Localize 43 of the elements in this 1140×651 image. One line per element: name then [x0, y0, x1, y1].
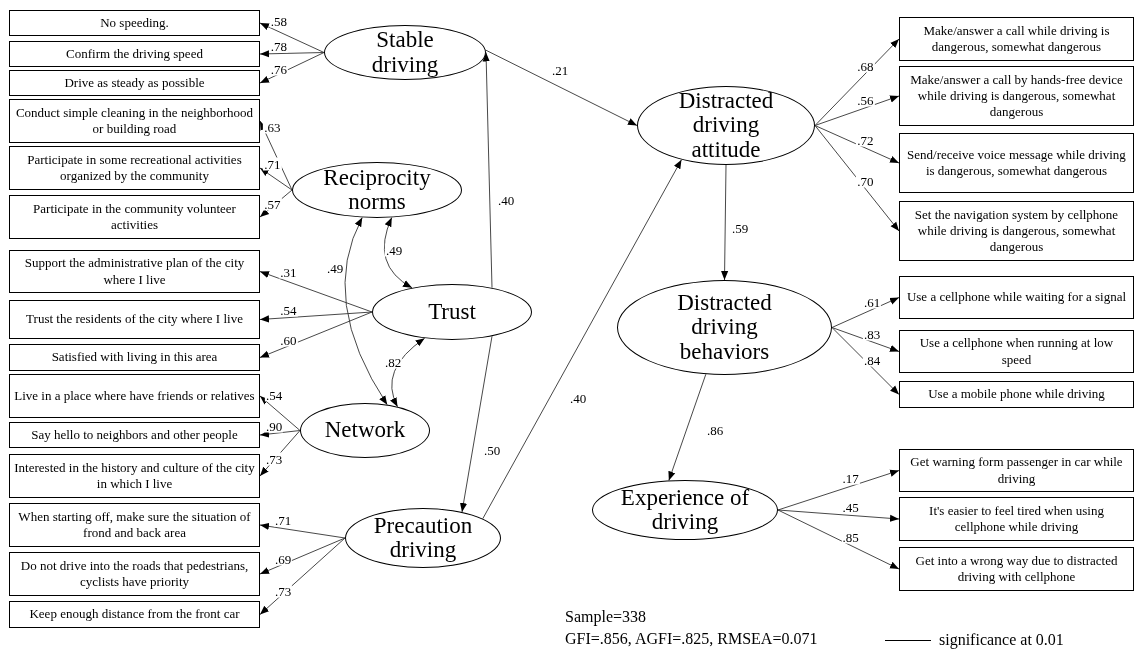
- edge-label: .70: [856, 174, 875, 188]
- indicator-box: Participate in some recreational activities organized by the community: [9, 146, 260, 190]
- indicator-box: Use a cellphone when running at low speed: [899, 330, 1134, 373]
- indicator-box: Drive as steady as possible: [9, 70, 260, 96]
- latent-variable-ellipse: Distracted driving attitude: [637, 86, 815, 165]
- fit-statistics-note: GFI=.856, AGFI=.825, RMSEA=0.071: [565, 629, 818, 650]
- indicator-box: Make/answer a call while driving is dangerous, somewhat dangerous: [899, 17, 1134, 61]
- edge-label: .57: [263, 197, 282, 211]
- indicator-box: Use a cellphone while waiting for a signal: [899, 276, 1134, 319]
- indicator-box: It's easier to feel tired when using cellphone while driving: [899, 497, 1134, 541]
- indicator-box: Keep enough distance from the front car: [9, 601, 260, 628]
- indicator-box: Support the administrative plan of the city where I live: [9, 250, 260, 293]
- legend-text: significance at 0.01: [939, 630, 1064, 650]
- indicator-box: Get warning form passenger in car while driving: [899, 449, 1134, 492]
- edge-label: .49: [384, 243, 404, 257]
- latent-variable-ellipse: Stable driving: [324, 25, 486, 80]
- latent-variable-ellipse: Experience of driving: [592, 480, 778, 540]
- indicator-box: Conduct simple cleaning in the neighborhood or building road: [9, 99, 260, 143]
- indicator-box: Say hello to neighbors and other people: [9, 422, 260, 448]
- indicator-box: No speeding.: [9, 10, 260, 36]
- indicator-box: Confirm the driving speed: [9, 41, 260, 67]
- indicator-box: When starting off, make sure the situation of frond and back area: [9, 503, 260, 547]
- latent-variable-ellipse: Distracted driving behaviors: [617, 280, 832, 375]
- edge-label: .82: [383, 355, 403, 369]
- indicator-box: Set the navigation system by cellphone while driving is dangerous, somewhat dangerous: [899, 201, 1134, 261]
- latent-variable-ellipse: Network: [300, 403, 430, 458]
- edge-label: .71: [263, 157, 282, 171]
- indicator-box: Participate in the community volunteer activities: [9, 195, 260, 239]
- edge-label: .73: [264, 452, 284, 466]
- indicator-box: Trust the residents of the city where I live: [9, 300, 260, 339]
- indicator-box: Send/receive voice message while driving is dangerous, somewhat dangerous: [899, 133, 1134, 193]
- edge-label: .73: [273, 584, 293, 598]
- indicator-box: Interested in the history and culture of the city in which I live: [9, 454, 260, 498]
- indicator-box: Make/answer a call by hands-free device while driving is dangerous, somewhat dangerous: [899, 66, 1134, 126]
- latent-variable-ellipse: Trust: [372, 284, 532, 340]
- indicator-box: Use a mobile phone while driving: [899, 381, 1134, 408]
- indicator-box: Live in a place where have friends or relatives: [9, 374, 260, 418]
- indicator-box: Do not drive into the roads that pedestrians, cyclists have priority: [9, 552, 260, 596]
- indicator-box: Satisfied with living in this area: [9, 344, 260, 371]
- fit-statistics-note: Sample=338: [565, 607, 647, 628]
- latent-variable-ellipse: Precaution driving: [345, 508, 501, 568]
- indicator-box: Get into a wrong way due to distracted driving with cellphone: [899, 547, 1134, 591]
- latent-variable-ellipse: Reciprocity norms: [292, 162, 462, 218]
